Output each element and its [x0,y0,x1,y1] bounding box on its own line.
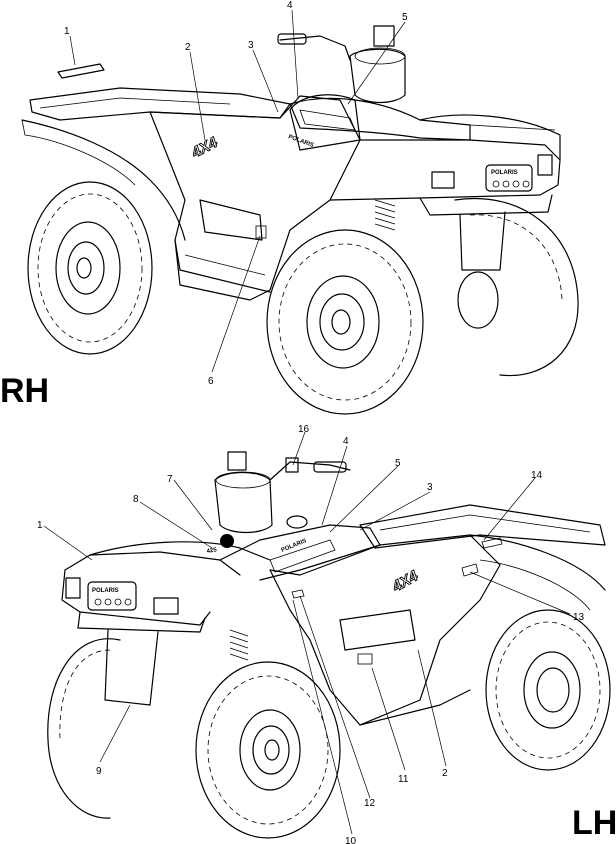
lh-callout-12: 12 [364,798,376,809]
rh-front-brand-logo: POLARIS [491,170,518,176]
rh-callouts: 1 2 3 4 5 6 [64,0,408,387]
lh-callout-2: 2 [442,768,448,779]
lh-leaders [43,431,571,835]
lh-front-left-wheel [47,638,121,819]
rh-body: POLARIS POLARIS 4X4 [21,25,561,301]
rh-callout-2: 2 [185,42,191,53]
lh-callout-11: 11 [398,774,409,785]
lh-callout-13: 13 [573,612,585,623]
lh-callout-14: 14 [531,470,543,481]
lh-black-dot-decal [220,534,234,548]
lh-callout-3: 3 [427,482,433,493]
lh-4x4-decal: 4X4 [389,567,422,596]
lh-callout-10: 10 [345,836,357,844]
rh-rear-wheel [27,181,153,355]
lh-callout-16: 16 [298,424,310,435]
rh-view-label: RH [0,372,49,410]
rh-callout-1: 1 [64,26,70,37]
lh-callout-5: 5 [395,458,401,469]
rh-tank-brand-logo: POLARIS [287,134,314,149]
lh-view: POLARIS POLARIS [37,424,616,844]
lh-rear-wheel [485,609,611,771]
lh-view-label: LH [572,804,616,842]
lh-callouts: 1 2 3 4 5 7 8 9 10 11 12 13 14 16 [37,424,585,844]
lh-tank-brand-logo: POLARIS [281,538,308,554]
lh-callout-7: 7 [167,474,173,485]
rh-callout-6: 6 [208,376,214,387]
rh-far-rear-wheel [454,198,579,377]
lh-callout-9: 9 [96,766,102,777]
lh-callout-8: 8 [133,494,139,505]
rh-leaders [69,9,406,373]
lh-model-decal: 425 [206,547,218,555]
lh-body: POLARIS POLARIS [61,451,606,726]
lh-callout-1: 1 [37,520,43,531]
rh-callout-4: 4 [287,0,293,11]
rh-callout-5: 5 [402,12,408,23]
lh-front-wheel [195,661,341,839]
rh-view: POLARIS POLARIS 4X4 [0,0,579,415]
rh-decal-1 [57,63,105,79]
lh-callout-4: 4 [343,436,349,447]
rh-front-wheel [266,229,424,415]
rh-callout-3: 3 [248,40,254,51]
lh-front-brand-logo: POLARIS [92,588,119,594]
